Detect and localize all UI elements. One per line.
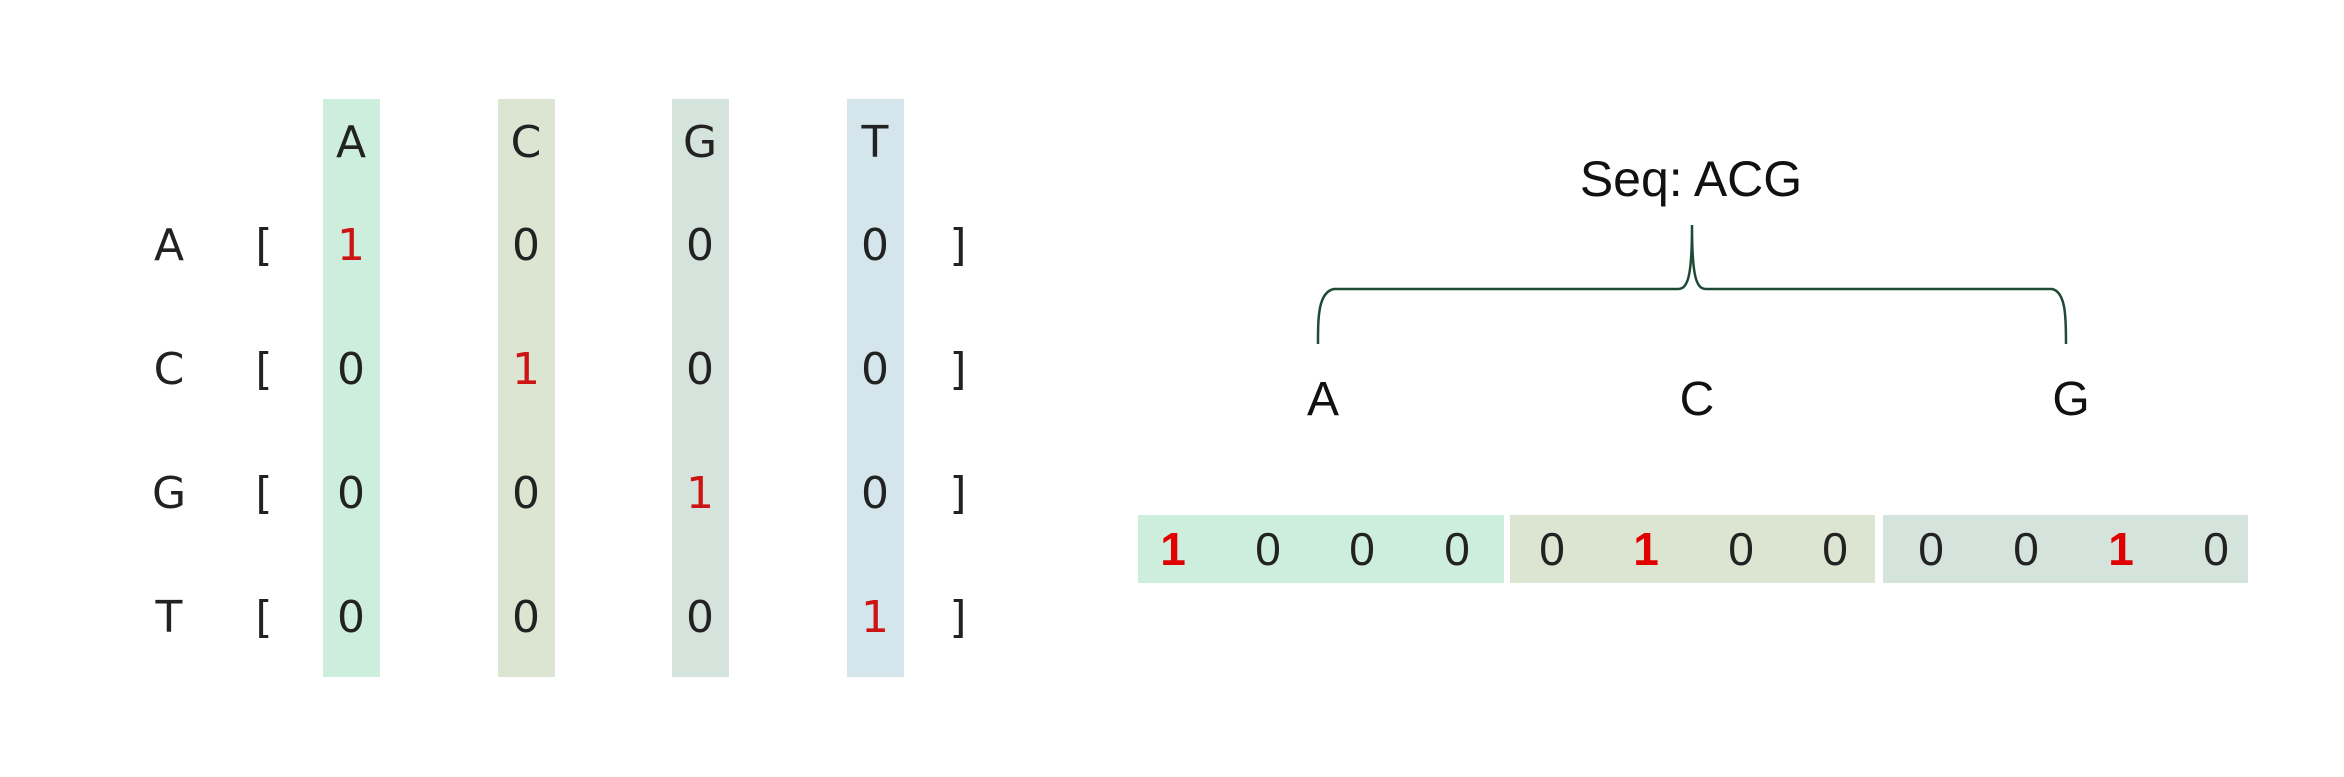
matrix-cell: 0 <box>337 592 365 643</box>
open-bracket: [ <box>255 344 273 395</box>
sequence-letter: A <box>1306 373 1339 426</box>
matrix-cell: 1 <box>512 344 540 395</box>
matrix-cell: 0 <box>686 220 714 271</box>
close-bracket: ] <box>949 468 967 519</box>
matrix-row-label: C <box>153 344 185 395</box>
matrix-cell: 0 <box>861 468 889 519</box>
matrix-cell: 0 <box>686 344 714 395</box>
matrix-cell: 1 <box>861 592 889 643</box>
encoding-digit: 0 <box>2013 523 2039 575</box>
sequence-letter: C <box>1679 373 1715 426</box>
matrix-cell: 0 <box>337 468 365 519</box>
matrix-cell: 0 <box>686 592 714 643</box>
encoding-digit: 0 <box>1444 523 1470 575</box>
encoding-digit: 1 <box>2108 523 2134 575</box>
matrix-cell: 0 <box>337 344 365 395</box>
open-bracket: [ <box>255 592 273 643</box>
encoding-digit: 0 <box>1349 523 1375 575</box>
encoding-digit: 0 <box>1255 523 1281 575</box>
matrix-cell: 0 <box>861 220 889 271</box>
encoding-digit: 1 <box>1633 523 1659 575</box>
matrix-cell: 1 <box>337 220 365 271</box>
matrix-column-background-g <box>672 99 729 677</box>
matrix-column-header: G <box>682 117 718 168</box>
sequence-letter: G <box>2052 373 2090 426</box>
open-bracket: [ <box>255 468 273 519</box>
matrix-row-label: T <box>155 592 183 643</box>
matrix-column-header: T <box>861 117 889 168</box>
matrix-cell: 1 <box>686 468 714 519</box>
matrix-column-background-t <box>847 99 904 677</box>
sequence-title: Seq: ACG <box>1579 151 1803 207</box>
close-bracket: ] <box>949 220 967 271</box>
encoding-segment <box>1138 515 1504 583</box>
encoding-digit: 0 <box>2203 523 2229 575</box>
encoding-segment <box>1883 515 2248 583</box>
brace-path <box>1316 224 2068 345</box>
encoding-digit: 0 <box>1822 523 1848 575</box>
matrix-cell: 0 <box>861 344 889 395</box>
encoding-digit: 0 <box>1539 523 1565 575</box>
matrix-cell: 0 <box>512 592 540 643</box>
close-bracket: ] <box>949 344 967 395</box>
matrix-column-header: C <box>510 117 542 168</box>
encoding-digit: 0 <box>1728 523 1754 575</box>
matrix-cell: 0 <box>512 468 540 519</box>
encoding-segment <box>1510 515 1875 583</box>
matrix-row-label: A <box>153 220 185 271</box>
matrix-column-header: A <box>335 117 367 168</box>
matrix-cell: 0 <box>512 220 540 271</box>
open-bracket: [ <box>255 220 273 271</box>
encoding-digit: 1 <box>1160 523 1186 575</box>
matrix-column-background-c <box>498 99 555 677</box>
matrix-row-label: G <box>151 468 187 519</box>
encoding-digit: 0 <box>1918 523 1944 575</box>
matrix-column-background-a <box>323 99 380 677</box>
close-bracket: ] <box>949 592 967 643</box>
